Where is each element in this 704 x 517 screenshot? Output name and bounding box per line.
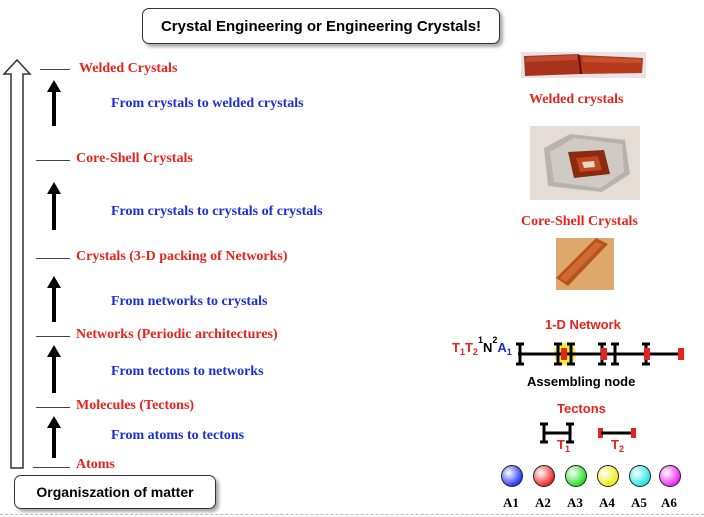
formula-t2: T — [464, 340, 473, 355]
formula-n-sup-left: 1 — [477, 335, 483, 345]
atom-a5-sphere — [629, 465, 651, 487]
atom-a3-sphere — [565, 465, 587, 487]
level-tick — [36, 336, 70, 337]
tecton-t1-label: T1 — [557, 437, 570, 454]
level-welded-crystals: Welded Crystals — [79, 61, 178, 76]
level-tick — [36, 258, 70, 259]
atom-a1-sphere — [501, 465, 523, 487]
step-atoms-to-tectons: From atoms to tectons — [111, 428, 245, 443]
atom-a4-label: A4 — [599, 495, 615, 510]
core-shell-crystal-image — [530, 126, 640, 200]
level-molecules: Molecules (Tectons) — [76, 398, 195, 413]
atom-a3-label: A3 — [567, 495, 583, 510]
welded-crystals-caption: Welded crystals — [529, 92, 624, 107]
organization-of-matter-label: Organiszation of matter — [14, 475, 216, 509]
atom-a6-label: A6 — [661, 495, 677, 510]
atom-a2-sphere — [533, 465, 555, 487]
step-arrow-icon — [47, 182, 61, 230]
step-arrow-icon — [47, 345, 61, 393]
formula-a: A — [497, 340, 507, 355]
level-networks: Networks (Periodic architectures) — [76, 327, 278, 342]
level-tick — [36, 407, 70, 408]
atoms-row — [501, 465, 681, 487]
network-formula: T1T21N2A1 — [452, 335, 512, 357]
page-title: Crystal Engineering or Engineering Cryst… — [142, 8, 500, 44]
step-crystals-to-crystals-of-crystals: From crystals to crystals of crystals — [111, 204, 323, 219]
formula-t1: T — [452, 340, 460, 355]
formula-t1-sub: 1 — [459, 347, 465, 357]
atom-a5-label: A5 — [631, 495, 647, 510]
tectons-diagram — [540, 422, 636, 444]
atom-a2-label: A2 — [535, 495, 551, 510]
hierarchy-hollow-arrow — [2, 58, 32, 469]
single-crystal-image — [556, 238, 614, 290]
level-tick — [36, 160, 70, 161]
step-arrow-icon — [47, 276, 61, 322]
tectons-caption: Tectons — [557, 401, 606, 416]
tecton-t2-label: T2 — [611, 437, 624, 454]
formula-n: N — [482, 340, 493, 355]
atom-a4-sphere — [597, 465, 619, 487]
formula-n-sup-right: 2 — [492, 335, 498, 345]
atom-a1-label: A1 — [503, 495, 519, 510]
level-tick — [33, 467, 70, 468]
step-networks-to-crystals: From networks to crystals — [111, 294, 268, 309]
welded-crystal-image — [521, 52, 646, 78]
network-chain-diagram — [516, 342, 684, 366]
level-atoms: Atoms — [76, 457, 115, 472]
network-caption: 1-D Network — [545, 317, 621, 332]
step-arrow-icon — [47, 416, 61, 458]
atom-a6-sphere — [659, 465, 681, 487]
formula-a-sub: 1 — [506, 347, 512, 357]
level-core-shell-crystals: Core-Shell Crystals — [76, 151, 193, 166]
level-tick — [40, 69, 70, 70]
step-arrow-icon — [47, 80, 61, 126]
bottom-divider — [0, 514, 704, 515]
step-tectons-to-networks: From tectons to networks — [111, 364, 264, 379]
step-crystals-to-welded: From crystals to welded crystals — [111, 96, 304, 111]
formula-t2-sub: 2 — [472, 347, 478, 357]
level-crystals: Crystals (3-D packing of Networks) — [76, 249, 288, 264]
assembling-node-caption: Assembling node — [527, 374, 636, 389]
core-shell-caption: Core-Shell Crystals — [521, 214, 638, 229]
